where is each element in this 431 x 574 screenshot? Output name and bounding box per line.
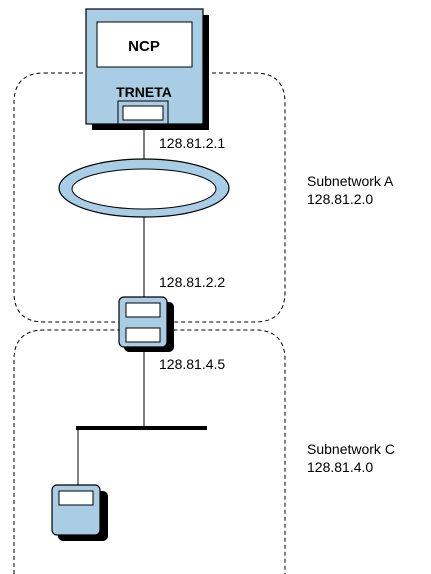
ncp-label: NCP bbox=[128, 38, 160, 55]
subnetwork-c-address: 128.81.4.0 bbox=[307, 459, 373, 475]
router-bus-address: 128.81.4.5 bbox=[159, 356, 225, 372]
router-lower-slot bbox=[125, 327, 161, 343]
router-upper-slot bbox=[125, 302, 161, 318]
ncp-panel bbox=[96, 21, 193, 68]
ncp-ring-address: 128.81.2.1 bbox=[159, 135, 225, 151]
token-ring bbox=[58, 158, 230, 218]
trneta-label: TRNETA bbox=[116, 84, 172, 100]
host-device bbox=[51, 484, 108, 541]
subnetwork-a-name: Subnetwork A bbox=[307, 173, 394, 189]
subnetwork-c-name: Subnetwork C bbox=[307, 441, 395, 457]
router-ring-address: 128.81.2.2 bbox=[159, 274, 225, 290]
trneta-adapter bbox=[117, 100, 169, 124]
subnetwork-c-boundary bbox=[13, 329, 286, 574]
subnetwork-a-address: 128.81.2.0 bbox=[307, 191, 373, 207]
ncp-device: NCP TRNETA bbox=[85, 8, 209, 130]
trneta-adapter-slot bbox=[122, 105, 164, 121]
host-slot bbox=[58, 490, 94, 506]
router-device bbox=[118, 296, 174, 352]
token-ring-inner bbox=[71, 168, 217, 210]
